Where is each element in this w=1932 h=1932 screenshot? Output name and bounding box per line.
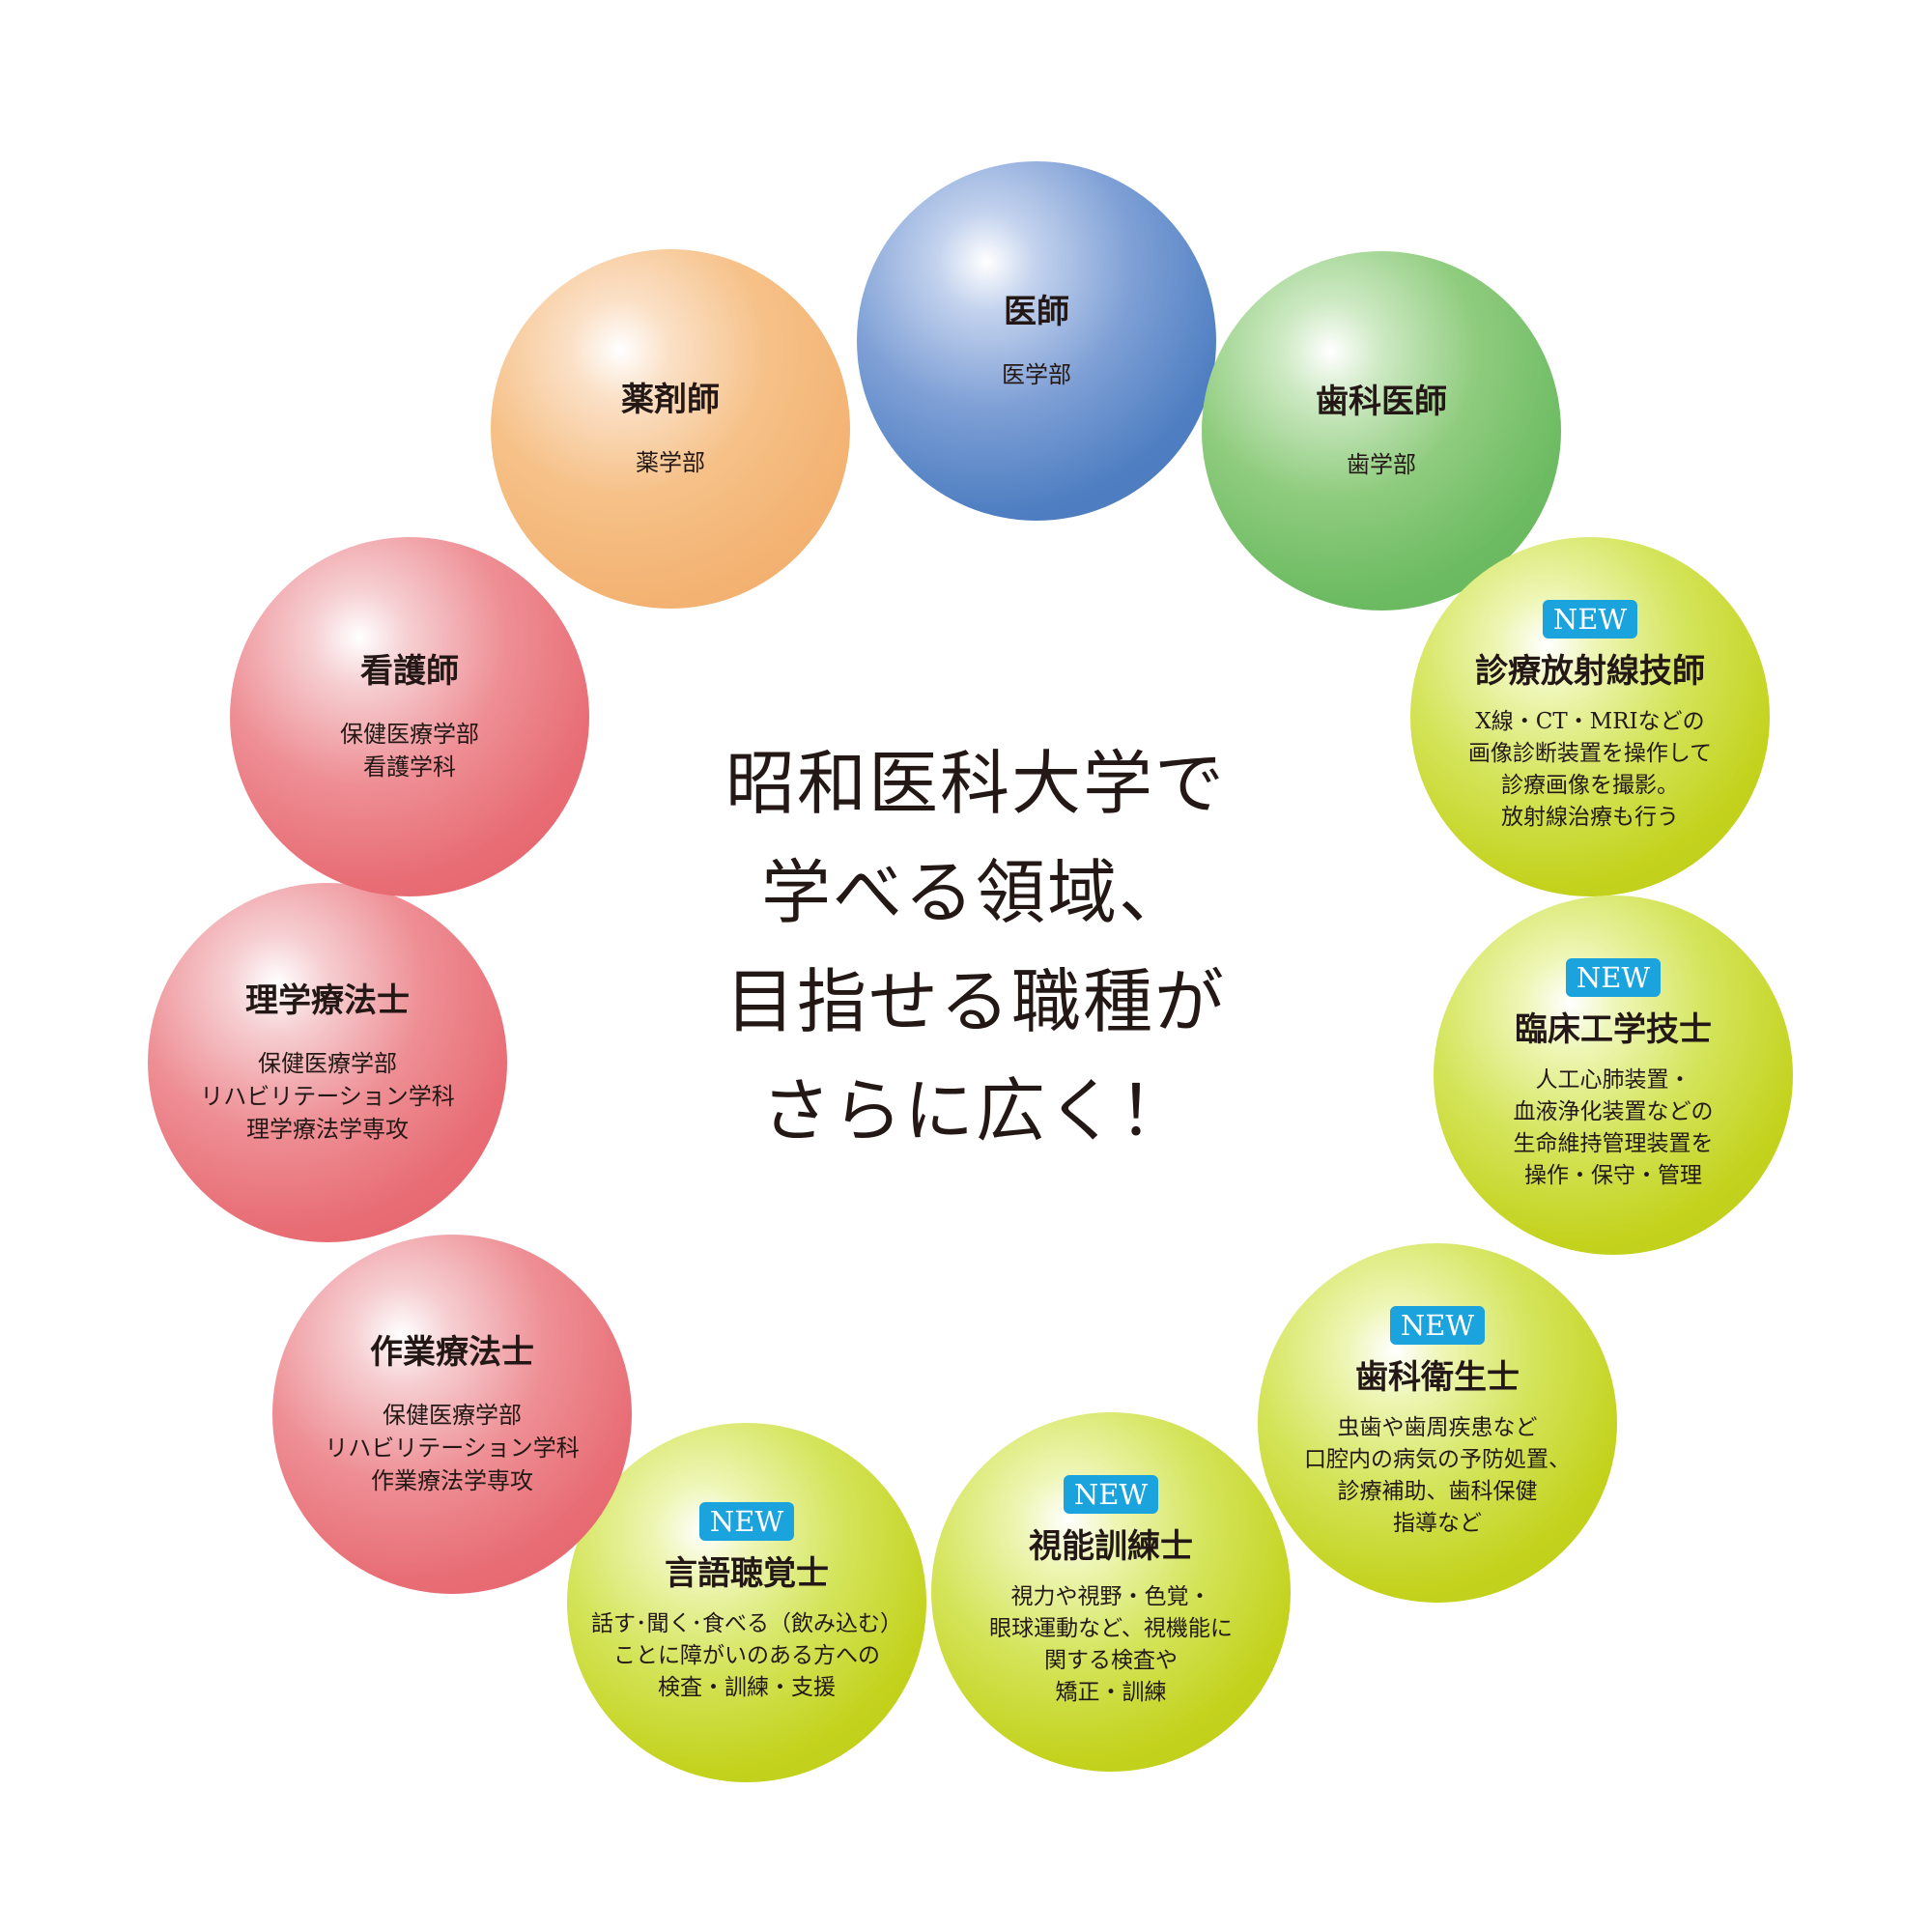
center-title: 昭和医科大学で 学べる領域、 目指せる職種が さらに広く！ [724, 743, 1226, 1151]
circle-name: 医師 [1004, 293, 1069, 331]
circle-faculty: 保健医療学部 看護学科 [340, 721, 479, 781]
circle-dental-hygienist: NEW 歯科衛生士 虫歯や歯周疾患など 口腔内の病気の予防処置、 診療補助、歯科… [1258, 1243, 1617, 1603]
new-badge: NEW [1389, 1306, 1486, 1345]
circle-description: X線・CT・MRIなどの 画像診断装置を操作して 診療画像を撮影。 放射線治療も… [1467, 709, 1713, 830]
circle-name: 歯科衛生士 [1355, 1358, 1520, 1397]
circle-name: 診療放射線技師 [1475, 652, 1705, 691]
circle-name: 視能訓練士 [1029, 1527, 1193, 1566]
circle-clinical-engineer: NEW 臨床工学技士 人工心肺装置・ 血液浄化装置などの 生命維持管理装置を 操… [1434, 895, 1793, 1255]
circle-radiological-technologist: NEW 診療放射線技師 X線・CT・MRIなどの 画像診断装置を操作して 診療画… [1410, 537, 1770, 896]
circle-description: 人工心肺装置・ 血液浄化装置などの 生命維持管理装置を 操作・保守・管理 [1513, 1067, 1714, 1188]
circle-orthoptist: NEW 視能訓練士 視力や視野・色覚・ 眼球運動など、視機能に 関する検査や 矯… [931, 1412, 1291, 1772]
circle-speech-therapist: NEW 言語聴覚士 話す･聞く･食べる（飲み込む） ことに障がいのある方への 検… [567, 1423, 926, 1782]
circle-faculty: 歯学部 [1347, 451, 1416, 478]
new-badge: NEW [698, 1501, 795, 1541]
circle-name: 歯科医師 [1316, 383, 1447, 421]
circle-pharmacist: 薬剤師 薬学部 [491, 249, 850, 609]
new-badge: NEW [1565, 958, 1662, 997]
circle-name: 臨床工学技士 [1515, 1010, 1712, 1049]
circle-doctor: 医師 医学部 [857, 161, 1216, 521]
circle-description: 話す･聞く･食べる（飲み込む） ことに障がいのある方への 検査・訓練・支援 [591, 1610, 902, 1700]
circle-physical-therapist: 理学療法士 保健医療学部 リハビリテーション学科 理学療法学専攻 [148, 883, 507, 1242]
circle-faculty: 保健医療学部 リハビリテーション学科 作業療法学専攻 [325, 1402, 580, 1494]
circle-name: 看護師 [360, 652, 459, 691]
circle-faculty: 保健医療学部 リハビリテーション学科 理学療法学専攻 [200, 1050, 455, 1143]
circle-dentist: 歯科医師 歯学部 [1202, 251, 1561, 611]
circle-description: 虫歯や歯周疾患など 口腔内の病気の予防処置、 診療補助、歯科保健 指導など [1304, 1415, 1571, 1536]
circle-nurse: 看護師 保健医療学部 看護学科 [230, 537, 589, 896]
circle-name: 作業療法士 [370, 1333, 534, 1372]
new-badge: NEW [1063, 1475, 1159, 1514]
circle-faculty: 医学部 [1002, 361, 1071, 388]
circle-name: 言語聴覚士 [665, 1553, 829, 1593]
circle-occupational-therapist: 作業療法士 保健医療学部 リハビリテーション学科 作業療法学専攻 [272, 1235, 632, 1594]
circle-description: 視力や視野・色覚・ 眼球運動など、視機能に 関する検査や 矯正・訓練 [989, 1584, 1233, 1705]
new-badge: NEW [1542, 600, 1638, 639]
circle-name: 理学療法士 [245, 981, 410, 1020]
circle-faculty: 薬学部 [636, 449, 705, 476]
circle-name: 薬剤師 [621, 381, 720, 419]
